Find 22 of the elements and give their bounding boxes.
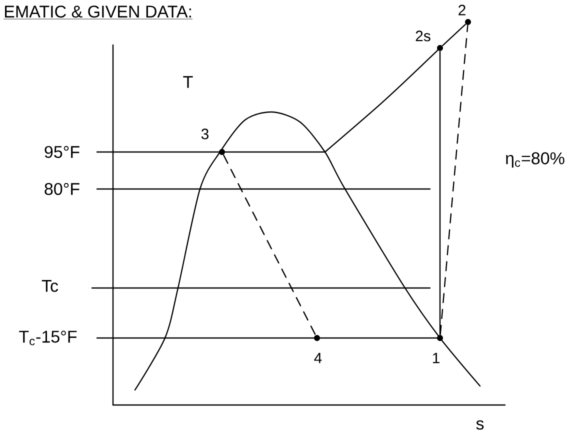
process-line [440,24,468,335]
temperature-label: 95°F [42,144,82,159]
title: EMATIC & GIVEN DATA: [3,6,193,20]
point-label: 4 [314,352,322,364]
process-line [439,51,441,335]
point-label: 3 [201,128,209,140]
temperature-label: 80°F [42,182,82,196]
process-line [223,154,316,336]
state-point [437,45,443,51]
state-point [437,334,443,341]
axis-label: s [474,419,486,431]
process-line [442,24,466,46]
point-label: 2 [458,4,466,16]
state-point [219,149,225,155]
point-label: 2s [416,30,430,42]
axis-label: T [182,75,194,89]
temperature-label: T$_{c}$-15°F [18,330,78,346]
state-point [465,19,471,25]
state-point [314,334,320,341]
temperature-label: Tc [40,279,60,293]
point-label: 1 [432,352,440,364]
efficiency-label: η$_{c}$=80% [504,151,566,169]
